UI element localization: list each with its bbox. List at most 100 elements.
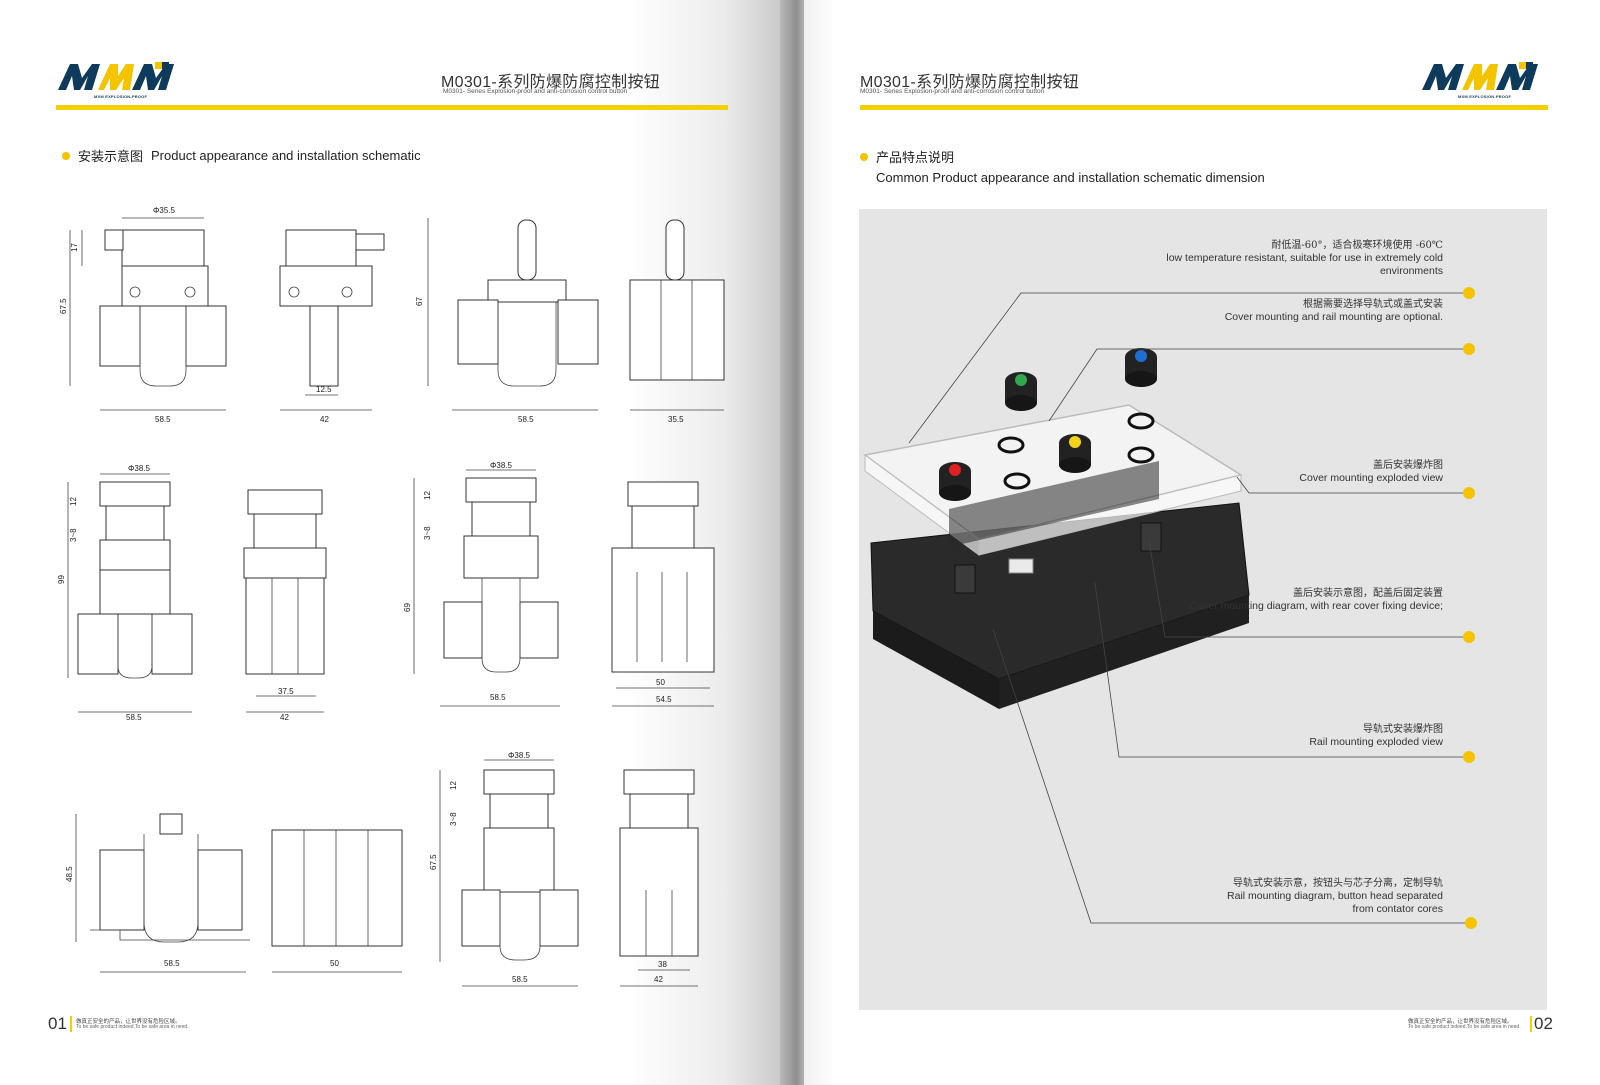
red-button xyxy=(939,462,971,501)
bullet-dot-icon-right xyxy=(860,152,868,161)
dim-r1-8: 58.5 xyxy=(518,415,534,424)
footer-bar-left xyxy=(70,1016,72,1032)
schematic-front-view-4: Φ38.5 12 3~8 67.5 58.5 xyxy=(429,751,579,987)
exploded-view-illustration xyxy=(863,287,1477,929)
dim-r3-8: 58.5 xyxy=(512,975,528,984)
header-title-code-right: M0301- xyxy=(860,74,917,91)
right-section-heading: 产品特点说明 xyxy=(860,147,954,166)
left-page: MXM EXPLOSION-PROOF M0301-系列防爆防腐控制按钮 M03… xyxy=(0,0,804,1085)
header-rule-right xyxy=(860,105,1548,110)
schematic-side-view-4: 38 42 xyxy=(619,769,699,987)
schematic-key-view-1: 67 58.5 xyxy=(415,218,599,424)
annotation-cover-exploded: 盖后安装爆炸图 Cover mounting exploded view xyxy=(1223,459,1443,485)
dim-r3-1: 48.5 xyxy=(65,866,74,882)
logo-tagline-right: MXM EXPLOSION-PROOF xyxy=(1458,94,1511,99)
annotation-mounting-options-cn: 根据需要选择导轨式或盖式安装 xyxy=(1303,299,1443,310)
schematic-rail-side: 50 xyxy=(271,829,403,973)
schematic-side-view-2: 37.5 42 xyxy=(243,489,327,722)
left-section-cn: 安装示意图 xyxy=(78,150,144,165)
annotation-low-temp: 耐低温-60°，适合极寒环境使用 -60℃ low temperature re… xyxy=(1143,239,1443,278)
dim-r1-2: 17 xyxy=(70,243,79,252)
footer-slogan-en-right: To be safe product indeed,To be safe are… xyxy=(1408,1024,1521,1030)
annotation-cover-diagram-cn: 盖后安装示意图，配盖后固定装置 xyxy=(1293,588,1443,599)
footer-bar-right xyxy=(1530,1016,1532,1032)
dim-r2-14: 54.5 xyxy=(656,695,672,704)
annotation-low-temp-cn: 耐低温-60°，适合极寒环境使用 -60℃ xyxy=(1271,240,1443,251)
dim-r2-11: 69 xyxy=(403,603,412,612)
page-number-left: 01 xyxy=(48,1014,67,1033)
dim-r2-9: 12 xyxy=(423,491,432,500)
dim-r3-5: 12 xyxy=(449,781,458,790)
schematic-side-view-1: 12.5 42 xyxy=(279,229,385,424)
header-title-cn-right: 系列防爆防腐控制按钮 xyxy=(916,74,1080,91)
dim-r1-6: 42 xyxy=(320,415,329,424)
dim-r3-3: 50 xyxy=(330,959,339,968)
annotation-low-temp-en: low temperature resistant, suitable for … xyxy=(1166,252,1443,277)
dim-r1-3: 67.5 xyxy=(59,298,68,314)
dim-r2-1: Φ38.5 xyxy=(128,464,151,473)
dim-r1-7: 67 xyxy=(415,297,424,306)
header-subtitle-right: M0301- Series Explosion-proof and anti-c… xyxy=(860,88,1045,95)
brand-logo-right: MXM EXPLOSION-PROOF xyxy=(1422,62,1538,99)
left-section-heading: 安装示意图 Product appearance and installatio… xyxy=(62,146,421,165)
schematic-front-view-1: Φ35.5 17 67.5 58.5 xyxy=(59,206,227,424)
footer-slogan-en-left: To be safe product indeed,To be safe are… xyxy=(76,1024,189,1030)
schematic-key-side-1: 35.5 xyxy=(629,219,725,424)
header-title-right: M0301-系列防爆防腐控制按钮 xyxy=(860,68,1079,92)
dim-r2-6: 37.5 xyxy=(278,687,294,696)
schematic-row-3: 48.5 58.5 50 xyxy=(60,750,740,1010)
annotation-cover-exploded-en: Cover mounting exploded view xyxy=(1299,472,1443,484)
schematic-row-2: Φ38.5 12 3~8 99 58.5 37.5 42 xyxy=(57,461,740,722)
annotation-rail-exploded-en: Rail mounting exploded view xyxy=(1309,736,1443,748)
annotation-rail-diagram-cn: 导轨式安装示意，按钮头与芯子分离，定制导轨 xyxy=(1233,878,1443,889)
dim-r2-2: 12 xyxy=(69,497,78,506)
left-section-en: Product appearance and installation sche… xyxy=(151,148,421,163)
page-number-right: 02 xyxy=(1534,1014,1553,1033)
schematic-side-view-3: 50 54.5 xyxy=(611,481,715,707)
annotation-rail-diagram: 导轨式安装示意，按钮头与芯子分离，定制导轨 Rail mounting diag… xyxy=(1213,877,1443,916)
right-section-en: Common Product appearance and installati… xyxy=(876,170,1265,185)
logo-tagline: MXM EXPLOSION-PROOF xyxy=(94,94,147,99)
dim-r1-4: 58.5 xyxy=(155,415,171,424)
product-illustration-panel: 耐低温-60°，适合极寒环境使用 -60℃ low temperature re… xyxy=(859,209,1547,1010)
header-title-cn: 系列防爆防腐控制按钮 xyxy=(497,74,661,91)
annotation-cover-diagram: 盖后安装示意图，配盖后固定装置 Cover mounting diagram, … xyxy=(1183,587,1443,613)
brand-logo: MXM EXPLOSION-PROOF xyxy=(58,62,174,99)
footer-slogan-cn-left: 做真正安全的产品，让世界没有危险区域。 xyxy=(76,1019,181,1025)
dim-r2-7: 42 xyxy=(280,713,289,722)
dim-r2-12: 58.5 xyxy=(490,693,506,702)
annotation-cover-exploded-cn: 盖后安装爆炸图 xyxy=(1373,460,1443,471)
dim-r1-9: 35.5 xyxy=(668,415,684,424)
green-button xyxy=(1005,372,1037,411)
right-section-cn: 产品特点说明 xyxy=(876,151,955,166)
footer-slogan-cn-right: 做真正安全的产品，让世界没有危险区域。 xyxy=(1408,1019,1513,1025)
dim-r1-5: 12.5 xyxy=(316,385,332,394)
dim-r3-9: 38 xyxy=(658,960,667,969)
dim-r3-4: Φ38.5 xyxy=(508,751,531,760)
dim-r2-8: Φ38.5 xyxy=(490,461,513,470)
book-gutter-shadow xyxy=(780,0,808,1085)
dim-r2-3: 3~8 xyxy=(69,528,78,542)
dim-r3-2: 58.5 xyxy=(164,959,180,968)
annotation-rail-diagram-en: Rail mounting diagram, button head separ… xyxy=(1227,890,1443,915)
blue-button xyxy=(1125,348,1157,387)
schematic-row-1: Φ35.5 17 67.5 58.5 12.5 42 xyxy=(59,200,740,430)
dim-r2-10: 3~8 xyxy=(423,526,432,540)
annotation-rail-exploded-cn: 导轨式安装爆炸图 xyxy=(1363,724,1443,735)
schematic-rail-front: 48.5 58.5 xyxy=(65,813,250,973)
header-title: M0301-系列防爆防腐控制按钮 xyxy=(441,68,660,92)
schematic-front-view-2: Φ38.5 12 3~8 99 58.5 xyxy=(57,464,193,722)
header-subtitle: M0301- Series Explosion-proof and anti-c… xyxy=(443,88,628,95)
annotation-mounting-options: 根据需要选择导轨式或盖式安装 Cover mounting and rail m… xyxy=(1223,298,1443,324)
dim-r2-4: 99 xyxy=(57,575,66,584)
annotation-cover-diagram-en: Cover mounting diagram, with rear cover … xyxy=(1189,600,1443,612)
dim-r1-1: Φ35.5 xyxy=(153,206,176,215)
dim-r3-6: 3~8 xyxy=(449,812,458,826)
yellow-button xyxy=(1059,434,1091,473)
schematic-front-view-3: Φ38.5 12 3~8 69 58.5 xyxy=(403,461,560,707)
annotation-mounting-options-en: Cover mounting and rail mounting are opt… xyxy=(1224,311,1443,323)
header-rule xyxy=(56,105,728,110)
header-title-code: M0301- xyxy=(441,74,498,91)
dim-r2-5: 58.5 xyxy=(126,713,142,722)
